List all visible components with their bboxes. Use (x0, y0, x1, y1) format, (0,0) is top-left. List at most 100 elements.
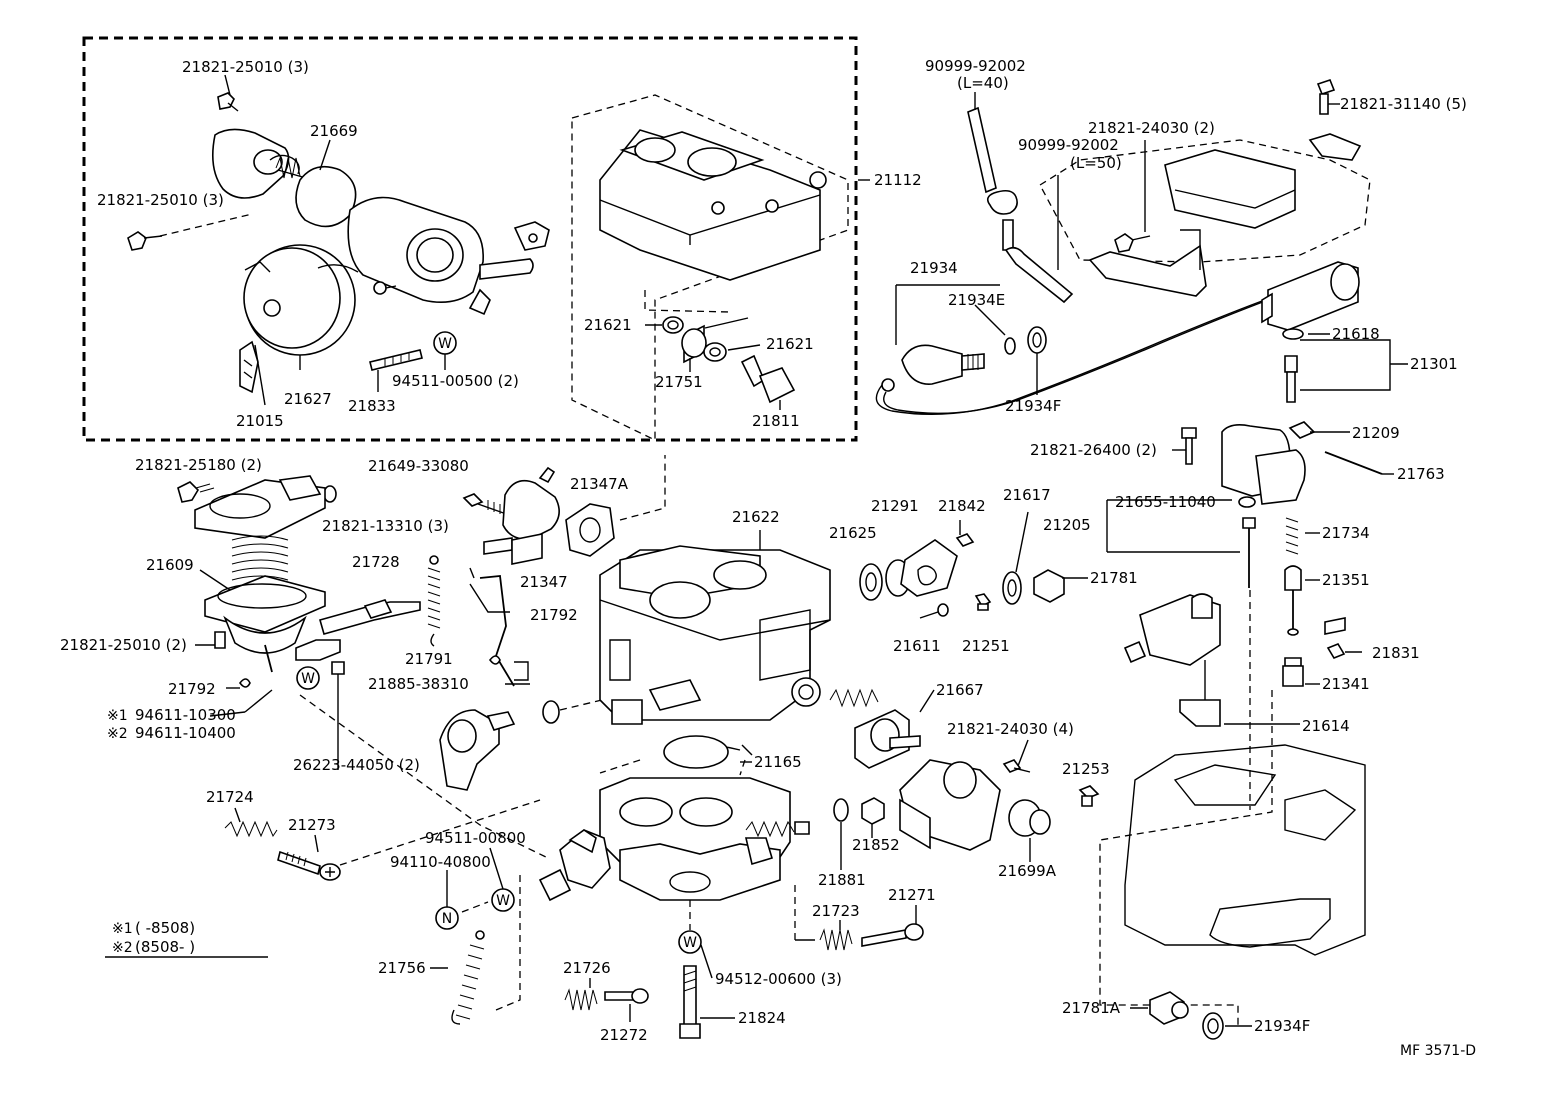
label-21655-11040: 21655-11040 (1115, 493, 1216, 511)
part-21885-ring (542, 700, 560, 724)
screw-21821-26400 (1172, 427, 1197, 465)
label-21627: 21627 (284, 390, 332, 408)
part-21271-screw (861, 905, 924, 947)
part-21667-diaphragm-assy (829, 688, 935, 769)
part-21852-nut (861, 797, 885, 838)
label-21625: 21625 (829, 524, 877, 542)
part-21625-gasket (859, 563, 883, 601)
part-21724-spring (224, 807, 278, 838)
washer-94511-00500-symbol: W (433, 331, 457, 355)
part-21112-air-horn (599, 129, 827, 281)
label-21821-25010-3b: 21821-25010 (3) (97, 191, 224, 209)
label-21618: 21618 (1332, 325, 1380, 343)
label-21821-25010-3a: 21821-25010 (3) (182, 58, 309, 76)
part-cover-upper (194, 475, 326, 539)
svg-text:W: W (683, 935, 697, 951)
label-21821-24030-4: 21821-24030 (4) (947, 720, 1074, 738)
label-21824: 21824 (738, 1009, 786, 1027)
part-21824-bolt (679, 965, 735, 1039)
label-21811: 21811 (752, 412, 800, 430)
part-small-bracket-right (513, 221, 550, 251)
label-21934f-top: 21934F (1005, 397, 1061, 415)
part-21614-pump-housing (1123, 593, 1300, 727)
part-21751-sleeve (681, 317, 749, 364)
label-90999-92002-l40: 90999-92002 (925, 57, 1026, 75)
part-21273-screw (277, 834, 341, 881)
label-94512-00600: 94512-00600 (3) (715, 970, 842, 988)
part-choke-lever-21165 (568, 829, 773, 866)
part-housing-pipe (347, 196, 534, 316)
part-21627-diaphragm (243, 244, 359, 356)
bracket-small-top-right (1308, 133, 1362, 161)
part-21617-washer (1002, 511, 1029, 605)
part-21621-ring-a (662, 316, 684, 334)
part-21253-plug (1078, 785, 1100, 807)
part-21934f-washer-top (1027, 326, 1047, 395)
label-21669: 21669 (310, 122, 358, 140)
label-21792a: 21792 (530, 606, 578, 624)
svg-text:N: N (442, 911, 452, 927)
label-21341: 21341 (1322, 675, 1370, 693)
label-21934e: 21934E (948, 291, 1005, 309)
label-21842: 21842 (938, 497, 986, 515)
screw-21821-25010-top (217, 92, 239, 112)
label-94611-10300: 94611-10300 (135, 706, 236, 724)
part-21781a-plug (1130, 991, 1189, 1025)
label-21792b: 21792 (168, 680, 216, 698)
label-21781a: 21781A (1062, 999, 1121, 1017)
part-21934e-ring (1004, 337, 1016, 355)
label-21205: 21205 (1043, 516, 1091, 534)
label-21934: 21934 (910, 259, 958, 277)
label-26223-44050: 26223-44050 (2) (293, 756, 420, 774)
part-plate-cover (900, 539, 958, 597)
part-21669-cover (212, 128, 357, 228)
screw-21821-25010-left (127, 231, 163, 251)
label-21728: 21728 (352, 553, 400, 571)
label-21622: 21622 (732, 508, 780, 526)
label-94110-40800: 94110-40800 (390, 853, 491, 871)
label-21781: 21781 (1090, 569, 1138, 587)
part-21934f-washer-bottom (1202, 1012, 1252, 1040)
label-94511-00800: 94511-00800 (425, 829, 526, 847)
part-choke-housing (439, 709, 516, 791)
label-21015: 21015 (236, 412, 284, 430)
hose-90999-92002-l40 (967, 92, 997, 194)
part-21792-link-rod (469, 567, 515, 687)
legend-range2: (8508- ) (135, 938, 195, 956)
part-21831-bracket (1324, 617, 1362, 659)
label-21621b: 21621 (766, 335, 814, 353)
part-21881-ring (833, 798, 849, 870)
part-21347a-gasket (565, 503, 615, 557)
part-21791-clip (488, 655, 501, 665)
label-21756: 21756 (378, 959, 426, 977)
label-21209: 21209 (1352, 424, 1400, 442)
part-21301-sensor-tip (1284, 355, 1298, 403)
label-21165: 21165 (754, 753, 802, 771)
label-21347a: 21347A (570, 475, 629, 493)
part-21015-bracket (239, 340, 259, 394)
washer-94511-00800-symbol: W (491, 888, 515, 912)
label-21351: 21351 (1322, 571, 1370, 589)
label-21821-26400: 21821-26400 (2) (1030, 441, 1157, 459)
label-21821-24030-2: 21821-24030 (2) (1088, 119, 1215, 137)
label-21251: 21251 (962, 637, 1010, 655)
bracket-throttle-cable (1088, 229, 1207, 297)
label-mark2: ※2 (107, 726, 128, 742)
part-21622-carb-body (599, 545, 831, 725)
part-21621-ring-b (703, 342, 727, 362)
label-21271: 21271 (888, 886, 936, 904)
manifold-outline-lower (1124, 744, 1366, 956)
part-21763-pin (1324, 451, 1394, 475)
part-21347-pump (483, 466, 560, 565)
part-21351-plunger (1284, 565, 1320, 636)
label-21611: 21611 (893, 637, 941, 655)
label-21253: 21253 (1062, 760, 1110, 778)
legend-mark1: ※1 (112, 921, 133, 937)
svg-text:W: W (438, 336, 452, 352)
label-90999-92002-l50: 90999-92002 (1018, 136, 1119, 154)
label-21614: 21614 (1302, 717, 1350, 735)
label-21291: 21291 (871, 497, 919, 515)
label-l40: (L=40) (957, 74, 1009, 92)
label-21621a: 21621 (584, 316, 632, 334)
legend-mark2: ※2 (112, 940, 133, 956)
